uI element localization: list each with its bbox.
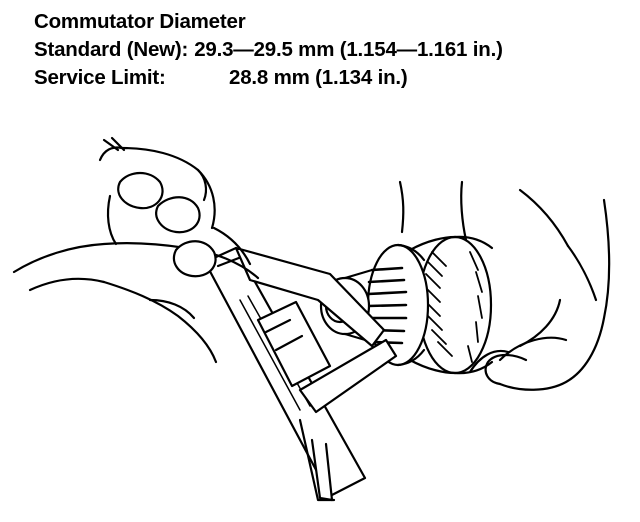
standard-label: Standard (New): — [34, 38, 189, 61]
standard-value: 29.3—29.5 mm (1.154—1.161 in.) — [194, 38, 503, 61]
spec-block: Commutator Diameter Standard (New): 29.3… — [34, 8, 503, 92]
caliper-drawing — [203, 246, 398, 502]
spec-title-row: Commutator Diameter — [34, 8, 503, 36]
spec-title: Commutator Diameter — [34, 10, 246, 33]
service-row: Service Limit: 28.8 mm (1.134 in.) — [34, 64, 503, 92]
left-hand-drawing — [12, 136, 260, 364]
right-hand-drawing — [398, 180, 611, 391]
service-label: Service Limit: — [34, 66, 166, 89]
standard-row: Standard (New): 29.3—29.5 mm (1.154—1.16… — [34, 36, 503, 64]
caliper-measuring-commutator-icon — [12, 136, 611, 502]
service-value: 28.8 mm (1.134 in.) — [229, 66, 408, 89]
